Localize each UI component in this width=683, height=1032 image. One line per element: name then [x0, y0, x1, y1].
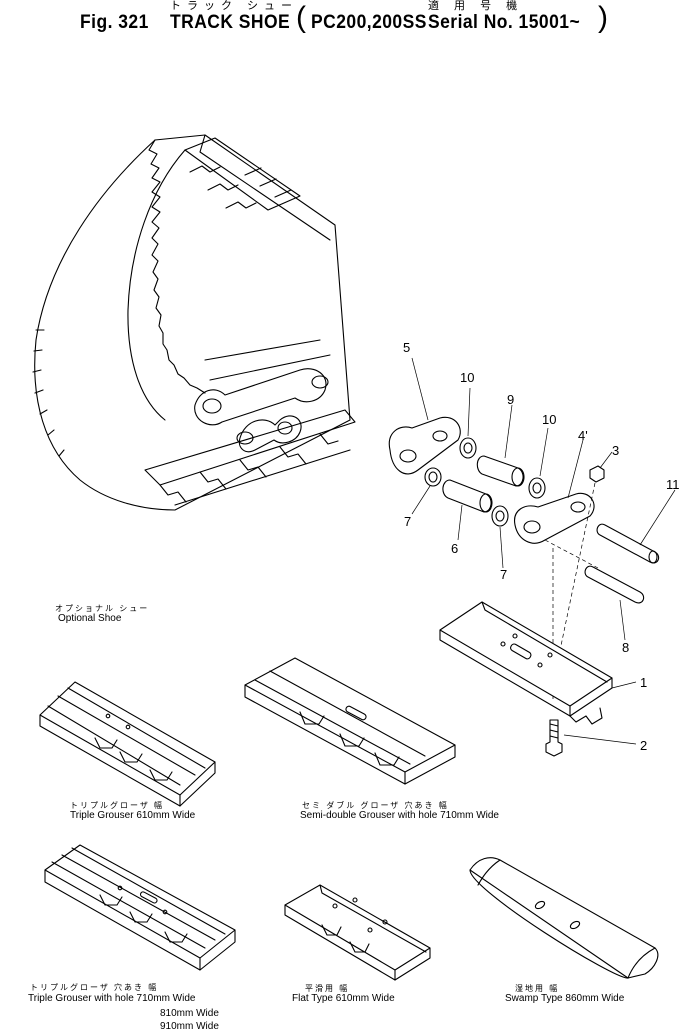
flat-610-jp: 平滑用 幅 — [305, 984, 350, 993]
callout-9: 9 — [507, 392, 515, 407]
triple-grouser-hole-illustration — [44, 844, 236, 971]
callout-10-right: 10 — [542, 412, 557, 427]
track-assembly-illustration — [32, 134, 356, 511]
title-jp-right: 適 用 号 機 — [428, 0, 524, 12]
semi-710-jp: セミ ダブル グローザ 穴あき 幅 — [302, 801, 449, 810]
shoe-part-1 — [439, 601, 637, 725]
callout-7-left: 7 — [404, 514, 412, 529]
callout-7-right: 7 — [500, 567, 508, 582]
close-paren: ) — [598, 1, 608, 34]
figure-label: Fig. 321 — [80, 12, 149, 33]
callout-1: 1 — [640, 675, 648, 690]
serial-label: Serial No. 15001~ — [428, 12, 581, 33]
callout-8: 8 — [622, 640, 630, 655]
callout-10-left: 10 — [460, 370, 475, 385]
callout-4-prime: 4' — [578, 428, 588, 443]
optional-shoe-jp: オプショナル シュー — [55, 604, 150, 613]
title-jp-left: トラック シュー — [170, 0, 299, 12]
triple-610-jp: トリプルグローザ 幅 — [70, 801, 165, 810]
bolt-part-2 — [545, 719, 637, 757]
swamp-type-860-illustration — [469, 857, 659, 979]
flat-type-610-illustration — [284, 884, 431, 981]
exploded-parts — [388, 357, 676, 700]
triple-grouser-610-illustration — [39, 681, 216, 807]
callout-3: 3 — [612, 443, 620, 458]
semi-710-label: Semi-double Grouser with hole 710mm Wide — [300, 810, 499, 821]
triple-hole-jp: トリプルグローザ 穴あき 幅 — [30, 983, 159, 992]
model-label: PC200,200SS — [311, 12, 427, 33]
swamp-860-jp: 湿地用 幅 — [515, 984, 560, 993]
semi-double-grouser-710-illustration — [244, 657, 456, 785]
flat-610-label: Flat Type 610mm Wide — [292, 993, 395, 1004]
callout-11: 11 — [666, 477, 680, 492]
open-paren: ( — [296, 1, 306, 34]
optional-shoe-label: Optional Shoe — [58, 613, 122, 624]
triple-hole-810-label: 810mm Wide — [160, 1008, 219, 1019]
callout-5: 5 — [403, 340, 411, 355]
swamp-860-label: Swamp Type 860mm Wide — [505, 993, 625, 1004]
callout-6: 6 — [451, 541, 459, 556]
triple-hole-910-label: 910mm Wide — [160, 1021, 219, 1032]
triple-hole-label: Triple Grouser with hole 710mm Wide — [28, 993, 196, 1004]
triple-610-label: Triple Grouser 610mm Wide — [70, 810, 196, 821]
callout-2: 2 — [640, 738, 648, 753]
page-title: TRACK SHOE — [170, 12, 291, 33]
